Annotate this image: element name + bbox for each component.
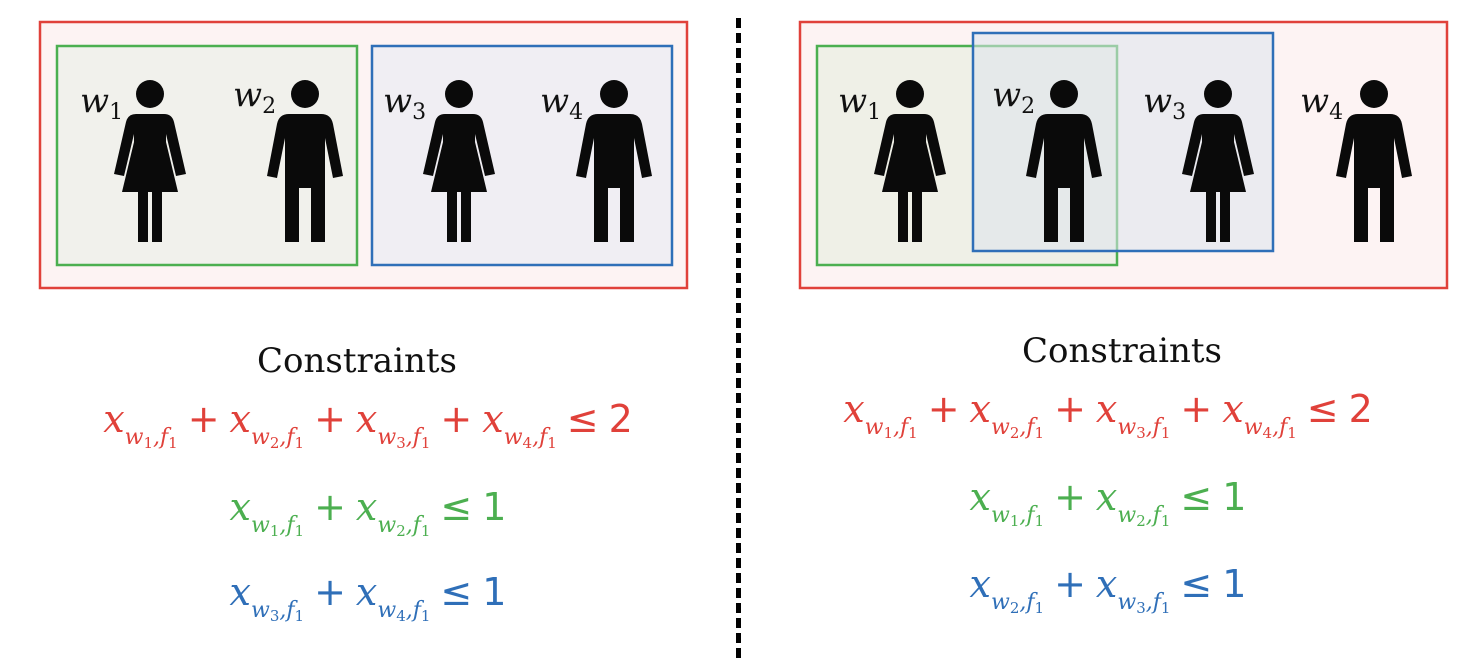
left-label-w3: w3 <box>383 81 427 125</box>
right-label-w1: w1 <box>838 81 882 125</box>
variable-term: xw2,f1 <box>969 387 1045 442</box>
left-constraint-red: xw1,f1+xw2,f1+xw3,f1+xw4,f1≤2 <box>0 400 736 451</box>
leq-sign: ≤ <box>566 397 599 441</box>
right-constraint-green: xw1,f1+xw2,f1≤1 <box>740 478 1476 529</box>
left-woman-icon-3 <box>417 80 501 252</box>
left-constraint-blue: xw3,f1+xw4,f1≤1 <box>0 573 736 624</box>
variable-term: xw3,f1 <box>229 570 305 625</box>
variable-term: xw1,f1 <box>843 387 918 442</box>
plus-sign: + <box>314 570 346 614</box>
left-woman-icon-1 <box>108 80 192 252</box>
right-man-icon-4 <box>1332 80 1416 252</box>
plus-sign: + <box>187 397 220 441</box>
variable-term: xw4,f1 <box>1222 387 1297 442</box>
variable-term: xw2,f1 <box>969 562 1045 617</box>
leq-sign: ≤ <box>1180 562 1213 606</box>
rhs-value: 2 <box>1348 387 1373 431</box>
plus-sign: + <box>1180 387 1213 431</box>
variable-term: xw4,f1 <box>355 570 431 625</box>
variable-term: xw2,f1 <box>1095 475 1171 530</box>
plus-sign: + <box>1054 387 1086 431</box>
left-label-w1: w1 <box>80 81 124 125</box>
plus-sign: + <box>440 397 473 441</box>
plus-sign: + <box>927 387 960 431</box>
right-constraint-red: xw1,f1+xw2,f1+xw3,f1+xw4,f1≤2 <box>740 390 1476 441</box>
rhs-value: 1 <box>482 485 507 529</box>
left-label-w4: w4 <box>540 81 584 125</box>
variable-term: xw2,f1 <box>355 485 431 540</box>
right-constraint-blue: xw2,f1+xw3,f1≤1 <box>740 565 1476 616</box>
plus-sign: + <box>314 485 346 529</box>
right-label-w3: w3 <box>1143 81 1187 125</box>
right-label-w2: w2 <box>992 75 1036 119</box>
leq-sign: ≤ <box>440 485 473 529</box>
right-woman-icon-1 <box>868 80 952 252</box>
right-man-icon-2 <box>1022 80 1106 252</box>
variable-term: xw1,f1 <box>969 475 1045 530</box>
leq-sign: ≤ <box>1306 387 1339 431</box>
right-woman-icon-3 <box>1176 80 1260 252</box>
plus-sign: + <box>1054 562 1086 606</box>
variable-term: xw3,f1 <box>1095 562 1171 617</box>
left-man-icon-4 <box>572 80 656 252</box>
rhs-value: 2 <box>608 397 633 441</box>
rhs-value: 1 <box>482 570 507 614</box>
plus-sign: + <box>1054 475 1086 519</box>
left-constraint-green: xw1,f1+xw2,f1≤1 <box>0 488 736 539</box>
right-label-w4: w4 <box>1300 81 1344 125</box>
plus-sign: + <box>314 397 346 441</box>
leq-sign: ≤ <box>1180 475 1213 519</box>
left-constraints-title: Constraints <box>257 341 457 381</box>
variable-term: xw2,f1 <box>229 397 305 452</box>
variable-term: xw1,f1 <box>103 397 178 452</box>
left-label-w2: w2 <box>233 75 277 119</box>
rhs-value: 1 <box>1222 562 1247 606</box>
left-man-icon-2 <box>263 80 347 252</box>
variable-term: xw1,f1 <box>229 485 305 540</box>
variable-term: xw3,f1 <box>1095 387 1171 442</box>
rhs-value: 1 <box>1222 475 1247 519</box>
right-constraints-title: Constraints <box>1022 331 1222 371</box>
left-groups <box>38 20 689 290</box>
variable-term: xw3,f1 <box>355 397 431 452</box>
leq-sign: ≤ <box>440 570 473 614</box>
variable-term: xw4,f1 <box>482 397 557 452</box>
panel-divider <box>736 18 741 658</box>
